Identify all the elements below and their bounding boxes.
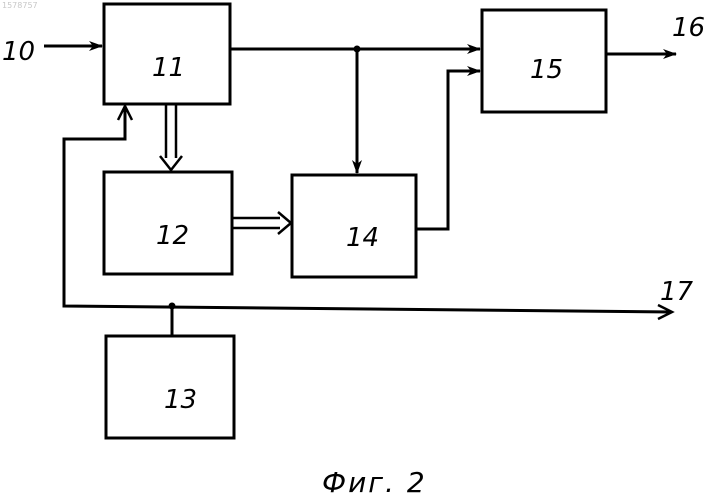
wire-14-to-15 xyxy=(416,71,480,229)
output-17-label: 17 xyxy=(660,277,694,307)
figure-caption: Фиг. 2 xyxy=(322,466,427,496)
block-13-label: 13 xyxy=(164,385,197,415)
block-15-label: 15 xyxy=(530,55,563,85)
bus-11-to-12-head xyxy=(160,156,182,170)
bus-12-to-14-head xyxy=(278,212,291,234)
block-11-label: 11 xyxy=(152,53,185,83)
header-mark: 1578757 xyxy=(2,1,38,10)
input-10-label: 10 xyxy=(2,37,35,67)
output-16-label: 16 xyxy=(672,13,704,43)
block-14-label: 14 xyxy=(346,223,379,253)
junction-dot-13 xyxy=(169,303,176,310)
block-12-label: 12 xyxy=(156,221,189,251)
